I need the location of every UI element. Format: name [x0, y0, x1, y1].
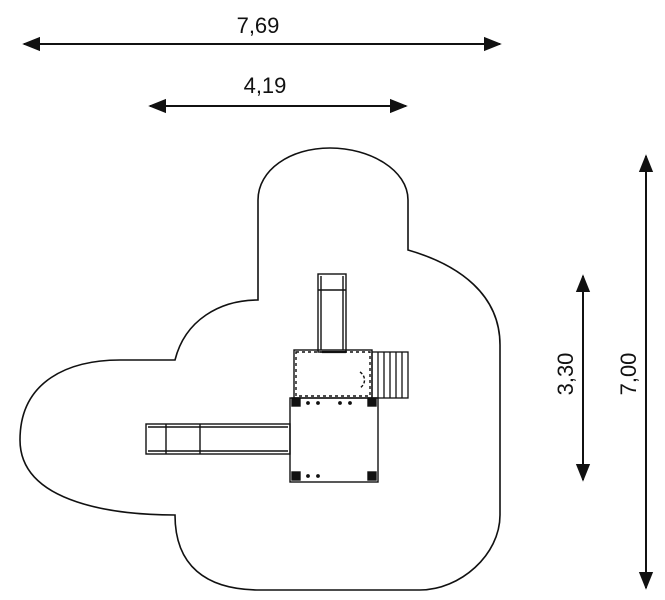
- upper-tower-platform: [293, 349, 373, 399]
- dimension-overall-width: 7,69: [22, 13, 502, 52]
- structure-depth-label: 3,30: [553, 353, 578, 396]
- side-ladder: [371, 351, 409, 399]
- dimension-structure-width: 4,19: [148, 73, 408, 114]
- lower-tower-platform: [289, 397, 379, 483]
- dimension-overall-depth: 7,00: [616, 154, 654, 590]
- structure-width-label: 4,19: [244, 73, 287, 98]
- overall-depth-label: 7,00: [616, 353, 641, 396]
- dimension-structure-depth: 3,30: [553, 274, 591, 482]
- overall-width-label: 7,69: [237, 13, 280, 38]
- slide-left: [145, 423, 291, 455]
- slide-top: [317, 273, 347, 353]
- safety-zone-outline: [19, 147, 501, 591]
